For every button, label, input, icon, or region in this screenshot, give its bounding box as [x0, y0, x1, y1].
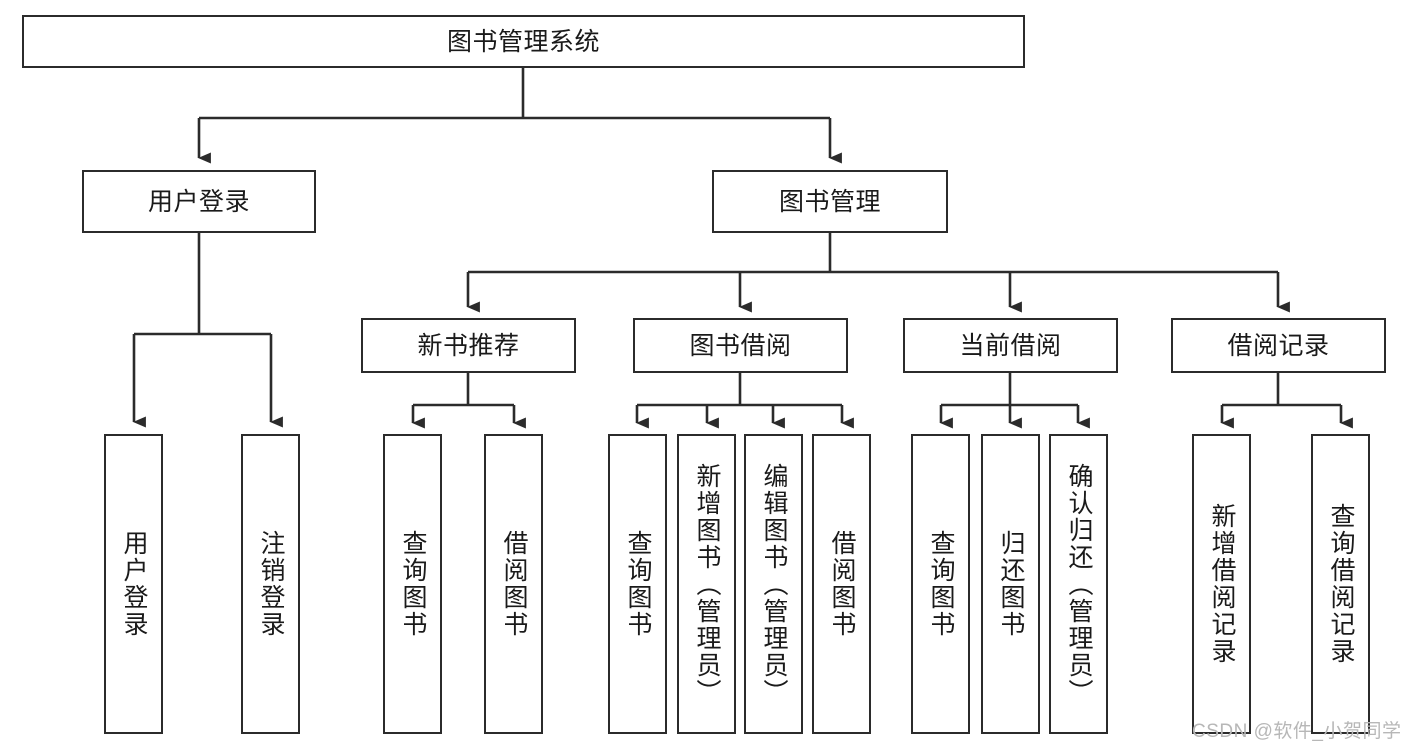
node-book-borrow-label: 图书借阅 [689, 331, 792, 360]
leaf-confirm-return[interactable]: 确认归还（管理员） [1049, 434, 1108, 734]
node-book-manage-label: 图书管理 [778, 187, 881, 216]
node-book-borrow[interactable]: 图书借阅 [633, 318, 848, 373]
leaf-user-login-label: 用户登录 [120, 530, 148, 638]
leaf-add-book[interactable]: 新增图书（管理员） [677, 434, 736, 734]
leaf-query-book-1-label: 查询图书 [399, 530, 427, 638]
leaf-query-book-3-label: 查询图书 [927, 530, 955, 638]
node-user-login[interactable]: 用户登录 [82, 170, 316, 233]
leaf-add-record[interactable]: 新增借阅记录 [1192, 434, 1251, 734]
leaf-query-book-1[interactable]: 查询图书 [383, 434, 442, 734]
leaf-query-record[interactable]: 查询借阅记录 [1311, 434, 1370, 734]
leaf-borrow-book-2[interactable]: 借阅图书 [812, 434, 871, 734]
node-root-label: 图书管理系统 [446, 27, 600, 56]
node-book-manage[interactable]: 图书管理 [712, 170, 948, 233]
leaf-return-book-label: 归还图书 [997, 530, 1025, 638]
leaf-add-book-label: 新增图书（管理员） [693, 462, 721, 706]
node-current-borrow-label: 当前借阅 [959, 331, 1062, 360]
node-current-borrow[interactable]: 当前借阅 [903, 318, 1118, 373]
leaf-query-book-2[interactable]: 查询图书 [608, 434, 667, 734]
node-new-book-recommend-label: 新书推荐 [417, 331, 520, 360]
node-borrow-record[interactable]: 借阅记录 [1171, 318, 1386, 373]
leaf-edit-book-label: 编辑图书（管理员） [760, 462, 788, 706]
leaf-edit-book[interactable]: 编辑图书（管理员） [744, 434, 803, 734]
node-new-book-recommend[interactable]: 新书推荐 [361, 318, 576, 373]
leaf-borrow-book-1-label: 借阅图书 [500, 530, 528, 638]
leaf-confirm-return-label: 确认归还（管理员） [1065, 462, 1093, 706]
leaf-user-logout[interactable]: 注销登录 [241, 434, 300, 734]
leaf-borrow-book-2-label: 借阅图书 [828, 530, 856, 638]
leaf-add-record-label: 新增借阅记录 [1208, 503, 1236, 665]
watermark-text: CSDN @软件_小贺同学 [1192, 721, 1402, 742]
leaf-return-book[interactable]: 归还图书 [981, 434, 1040, 734]
node-user-login-label: 用户登录 [147, 187, 250, 216]
leaf-user-logout-label: 注销登录 [257, 530, 285, 638]
leaf-query-book-3[interactable]: 查询图书 [911, 434, 970, 734]
leaf-query-record-label: 查询借阅记录 [1327, 503, 1355, 665]
leaf-borrow-book-1[interactable]: 借阅图书 [484, 434, 543, 734]
leaf-query-book-2-label: 查询图书 [624, 530, 652, 638]
node-root[interactable]: 图书管理系统 [22, 15, 1025, 68]
node-borrow-record-label: 借阅记录 [1227, 331, 1330, 360]
leaf-user-login[interactable]: 用户登录 [104, 434, 163, 734]
